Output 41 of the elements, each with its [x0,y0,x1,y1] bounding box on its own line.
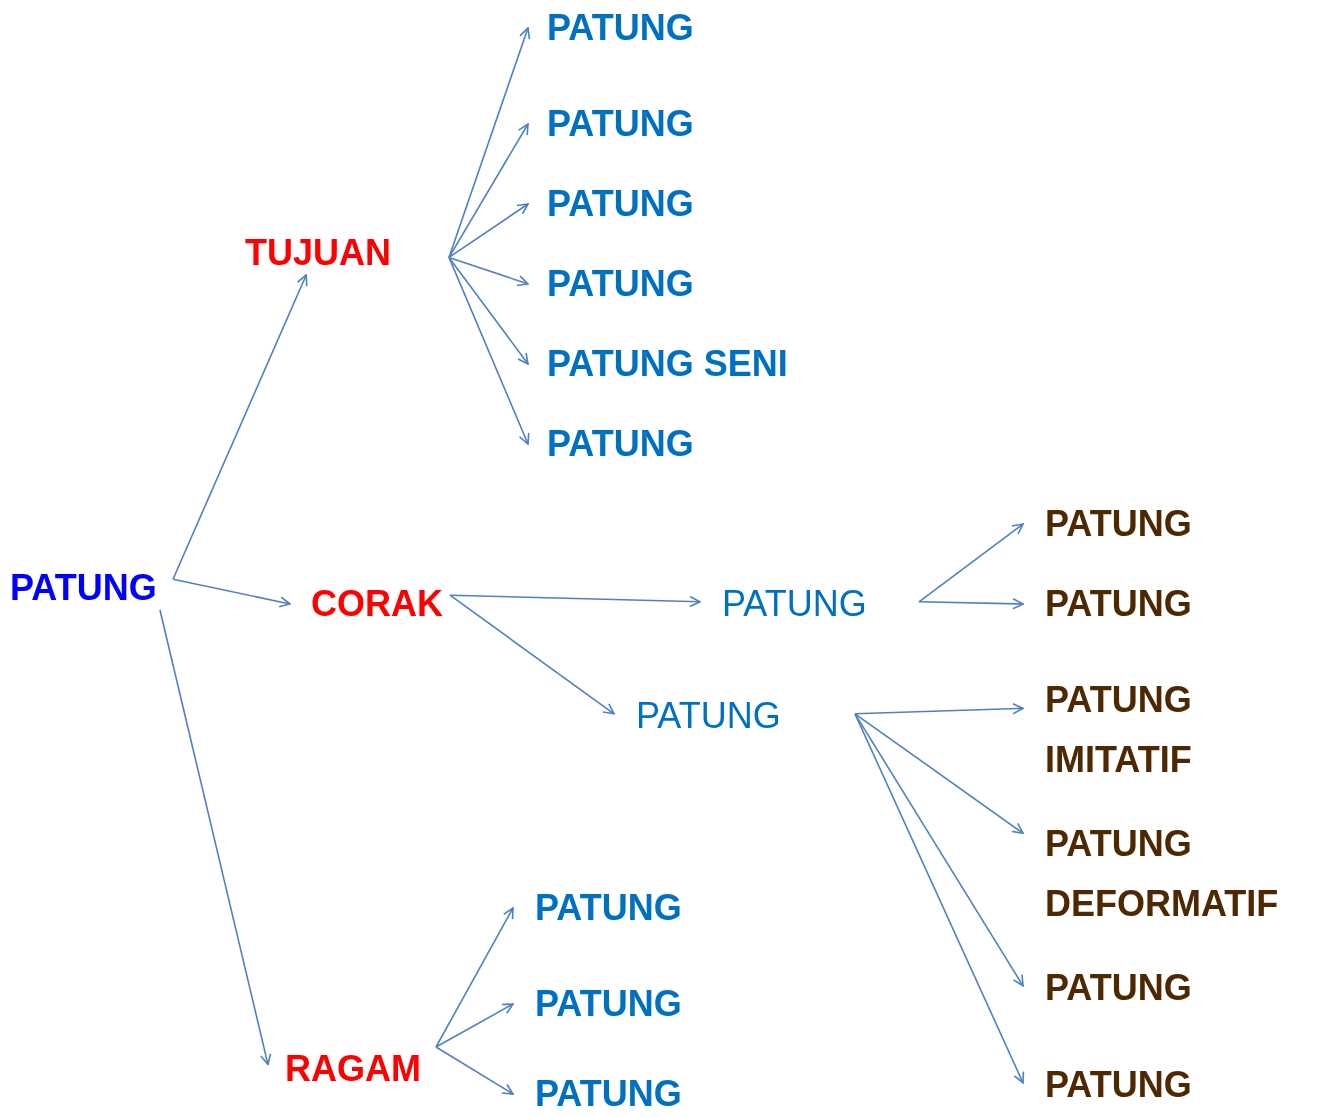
node-label: PATUNG [528,102,728,146]
node-label: CORAK [290,582,450,626]
node-label: PATUNG SENI [528,342,818,386]
arrow [172,274,308,580]
node-label: PATUNG [528,6,728,50]
arrow [448,256,529,365]
node-label: PATUNG [614,694,855,738]
node-label: PATUNG DEFORMATIF [1023,814,1318,934]
node-label: PATUNG IMITATIF [1023,670,1303,790]
node-label: RAGAM [268,1047,443,1091]
arrow [172,578,291,608]
node-label: PATUNG [513,886,713,930]
node-label: PATUNG [10,566,173,610]
node-label: TUJUAN [245,231,449,275]
arrow [854,713,1024,987]
arrow [448,27,531,259]
node-label: PATUNG [513,982,713,1026]
arrow [435,1046,514,1095]
node-label: PATUNG [1023,1063,1223,1107]
arrow [449,594,615,715]
node-label: PATUNG [1023,502,1223,546]
arrow [448,203,529,259]
node-label: PATUNG [528,262,728,306]
arrow [159,609,272,1066]
arrow [854,713,1025,1084]
arrow [918,523,1024,603]
arrow [448,256,530,445]
arrow [448,123,529,259]
node-label: PATUNG [700,582,919,626]
arrow [854,713,1024,834]
arrow [435,1003,514,1048]
arrow [854,702,1024,715]
node-label: PATUNG [1023,582,1223,626]
node-label: PATUNG [528,182,728,226]
node-label: PATUNG [528,422,728,466]
arrow [918,598,1024,610]
node-label: PATUNG [1023,966,1223,1010]
arrow [449,594,701,608]
node-label: PATUNG [513,1072,713,1116]
arrow [448,256,529,287]
arrow [435,907,514,1048]
